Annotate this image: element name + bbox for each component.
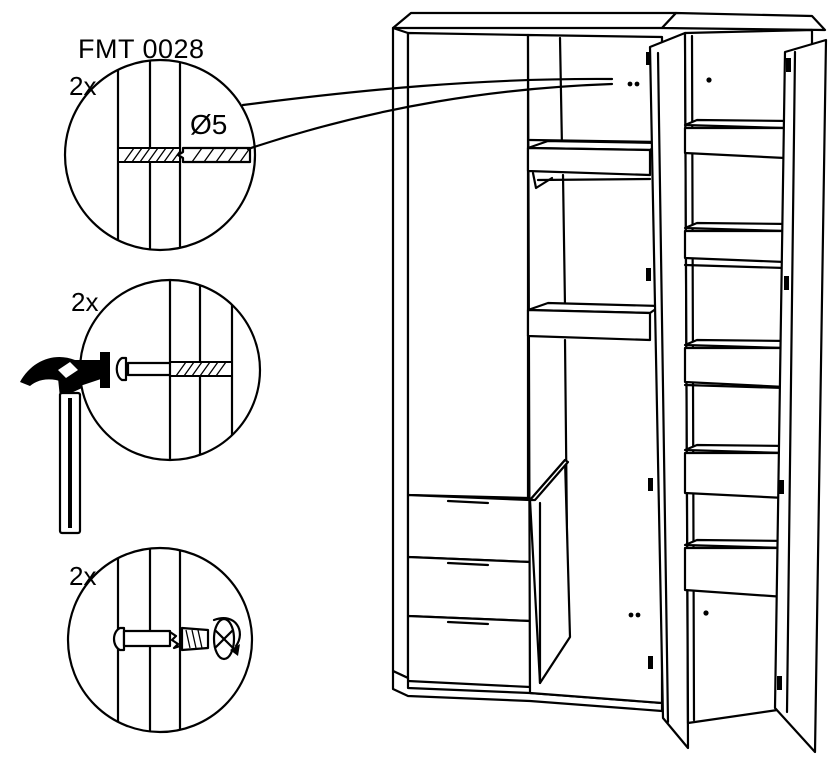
quantity-label-step-1: 2x [69, 71, 97, 101]
wardrobe-illustration [391, 11, 828, 754]
detail-hammering [20, 278, 262, 535]
right-open-door [773, 38, 828, 754]
part-code-label: FMT 0028 [78, 34, 205, 64]
dowel-icon [126, 361, 172, 377]
drill-bit-icon [176, 146, 252, 164]
drill-diameter-label: Ø5 [190, 109, 228, 140]
detail-drilling [63, 58, 614, 252]
drawer-stack [406, 493, 532, 689]
screw-icon [168, 617, 241, 661]
detail-circle-1 [63, 58, 257, 252]
hammer-icon [20, 352, 110, 535]
quantity-label-step-2: 2x [71, 287, 99, 317]
detail-screwing [66, 546, 254, 734]
detail-circle-3 [66, 546, 254, 734]
left-closed-door [406, 31, 530, 500]
quantity-label-step-3: 2x [69, 561, 97, 591]
